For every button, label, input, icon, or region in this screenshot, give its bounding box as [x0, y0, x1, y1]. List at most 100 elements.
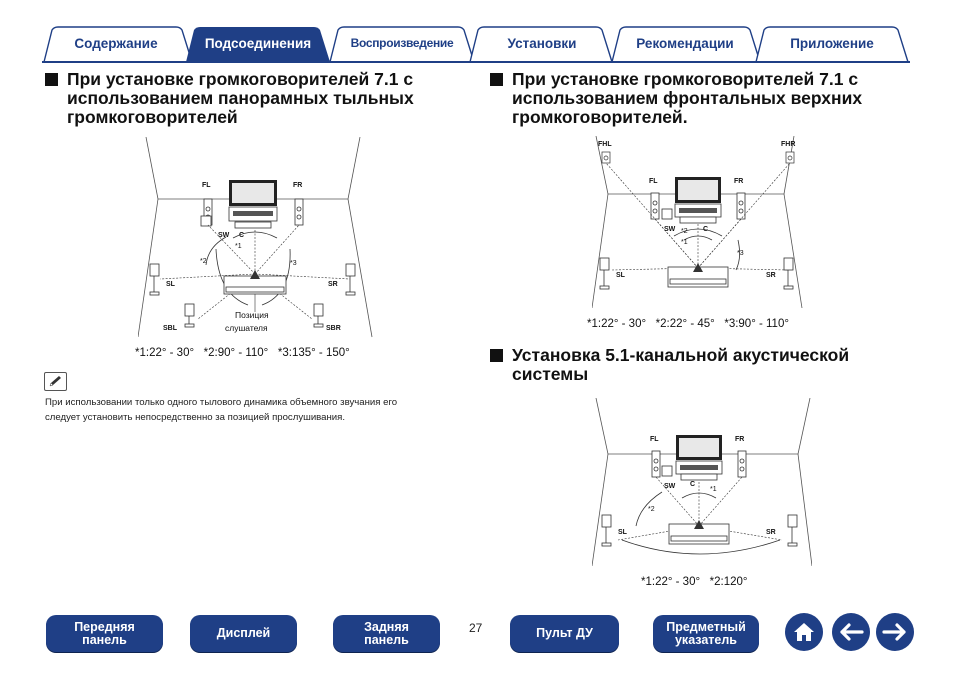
- bullet-square: [490, 73, 503, 86]
- tv-icon: [228, 180, 278, 222]
- label-sr: SR: [766, 529, 776, 536]
- label-sw: SW: [664, 226, 676, 233]
- heading-line: использованием фронтальных верхних: [512, 88, 863, 108]
- speaker-c-icon: [679, 216, 717, 224]
- label-sbl: SBL: [163, 325, 178, 332]
- formula-part: *3:90° - 110°: [724, 318, 789, 330]
- formula-part: *2:22° - 45°: [655, 318, 715, 330]
- heading-5-1: Установка 5.1-канальной акустической сис…: [490, 345, 912, 384]
- pencil-icon: [44, 372, 67, 391]
- home-icon: [794, 623, 814, 641]
- formula-part: *2:120°: [709, 576, 748, 588]
- speaker-c-icon: [680, 473, 718, 481]
- tab-bar: Содержание Подсоединения Воспроизведение…: [0, 0, 954, 66]
- speaker-fhr-icon: [785, 151, 795, 164]
- speaker-sr-icon: [783, 257, 794, 290]
- label-fl: FL: [202, 182, 211, 189]
- speaker-fr-icon: [294, 198, 304, 226]
- arrow-right-icon: [882, 623, 906, 641]
- speaker-fr-icon: [737, 450, 747, 478]
- formula-left: *1:22° - 30° *2:90° - 110° *3:135° - 150…: [135, 347, 350, 359]
- speaker-sl-icon: [599, 257, 610, 290]
- speaker-sr-icon: [345, 263, 356, 296]
- back-button[interactable]: [832, 613, 870, 651]
- display-button[interactable]: Дисплей: [190, 615, 297, 652]
- forward-button[interactable]: [876, 613, 914, 651]
- label-sl: SL: [618, 529, 628, 536]
- heading-line: Установка 5.1-канальной акустической: [512, 345, 850, 365]
- label-c: C: [690, 481, 695, 488]
- label-fhl: FHL: [598, 141, 612, 148]
- remote-control-button[interactable]: Пульт ДУ: [510, 615, 619, 652]
- label-sr: SR: [328, 281, 338, 288]
- button-label: Передняя: [74, 619, 135, 634]
- speaker-fl-icon: [651, 450, 661, 478]
- tab-settings[interactable]: Установки: [507, 35, 577, 51]
- sofa-icon: [667, 266, 729, 288]
- formula-part: *1:22° - 30°: [641, 576, 701, 588]
- formula-part: *3:135° - 150°: [277, 347, 350, 359]
- button-label: Предметный: [666, 619, 746, 634]
- label-listener-position: Позиция: [235, 310, 269, 320]
- heading-line: громкоговорителей: [67, 107, 238, 127]
- heading-front-height: При установке громкоговорителей 7.1 с ис…: [490, 69, 912, 127]
- note-line: При использовании только одного тылового…: [45, 397, 398, 408]
- tab-connections[interactable]: Подсоединения: [204, 35, 312, 51]
- label-fhr: FHR: [781, 141, 795, 148]
- label-sl: SL: [616, 272, 626, 279]
- button-label: указатель: [674, 632, 737, 647]
- label-sbr: SBR: [326, 325, 341, 332]
- label-angle-3: *3: [290, 260, 297, 267]
- label-fr: FR: [293, 182, 302, 189]
- label-sl: SL: [166, 281, 176, 288]
- heading-line: При установке громкоговорителей 7.1 с: [512, 69, 859, 89]
- sofa-icon: [668, 523, 730, 545]
- subwoofer-icon: [661, 208, 673, 220]
- heading-line: громкоговорителей.: [512, 107, 688, 127]
- label-fl: FL: [649, 178, 658, 185]
- tab-shapes: [43, 26, 909, 63]
- speaker-fhl-icon: [601, 151, 611, 164]
- bullet-square: [45, 73, 58, 86]
- label-angle-2: *2: [681, 228, 688, 235]
- listener-icon: [693, 263, 703, 272]
- button-label: Дисплей: [216, 626, 271, 640]
- label-angle-1: *1: [681, 239, 688, 246]
- tab-appendix[interactable]: Приложение: [790, 35, 874, 51]
- heading-line: использованием панорамных тыльных: [67, 88, 414, 108]
- tab-contents[interactable]: Содержание: [74, 35, 158, 51]
- tab-tips[interactable]: Рекомендации: [636, 35, 734, 51]
- heading-line: При установке громкоговорителей 7.1 с: [67, 69, 414, 89]
- label-fl: FL: [650, 436, 659, 443]
- subwoofer-icon: [661, 465, 673, 477]
- label-fr: FR: [735, 436, 744, 443]
- label-sr: SR: [766, 272, 776, 279]
- label-sw: SW: [664, 483, 676, 490]
- label-listener-position: слушателя: [225, 323, 268, 333]
- speaker-sl-icon: [149, 263, 160, 296]
- formula-right-bottom: *1:22° - 30° *2:120°: [641, 576, 748, 588]
- formula-part: *2:90° - 110°: [203, 347, 269, 359]
- label-c: C: [239, 232, 244, 239]
- home-button[interactable]: [785, 613, 823, 651]
- formula-part: *1:22° - 30°: [587, 318, 647, 330]
- button-label: панель: [364, 632, 409, 647]
- tab-playback[interactable]: Воспроизведение: [350, 36, 454, 50]
- tv-icon: [675, 435, 723, 475]
- bullet-square: [490, 349, 503, 362]
- label-angle-2: *2: [648, 506, 655, 513]
- button-label: Пульт ДУ: [536, 626, 593, 640]
- speaker-c-icon: [234, 221, 272, 229]
- label-angle-1: *1: [710, 486, 717, 493]
- speaker-sbl-icon: [184, 303, 195, 328]
- speaker-sr-icon: [787, 514, 798, 547]
- note-text: При использовании только одного тылового…: [45, 395, 475, 425]
- formula-part: *1:22° - 30°: [135, 347, 195, 359]
- speaker-fl-icon: [650, 192, 660, 220]
- speaker-sl-icon: [601, 514, 612, 547]
- subwoofer-icon: [200, 215, 212, 227]
- label-sw: SW: [218, 232, 230, 239]
